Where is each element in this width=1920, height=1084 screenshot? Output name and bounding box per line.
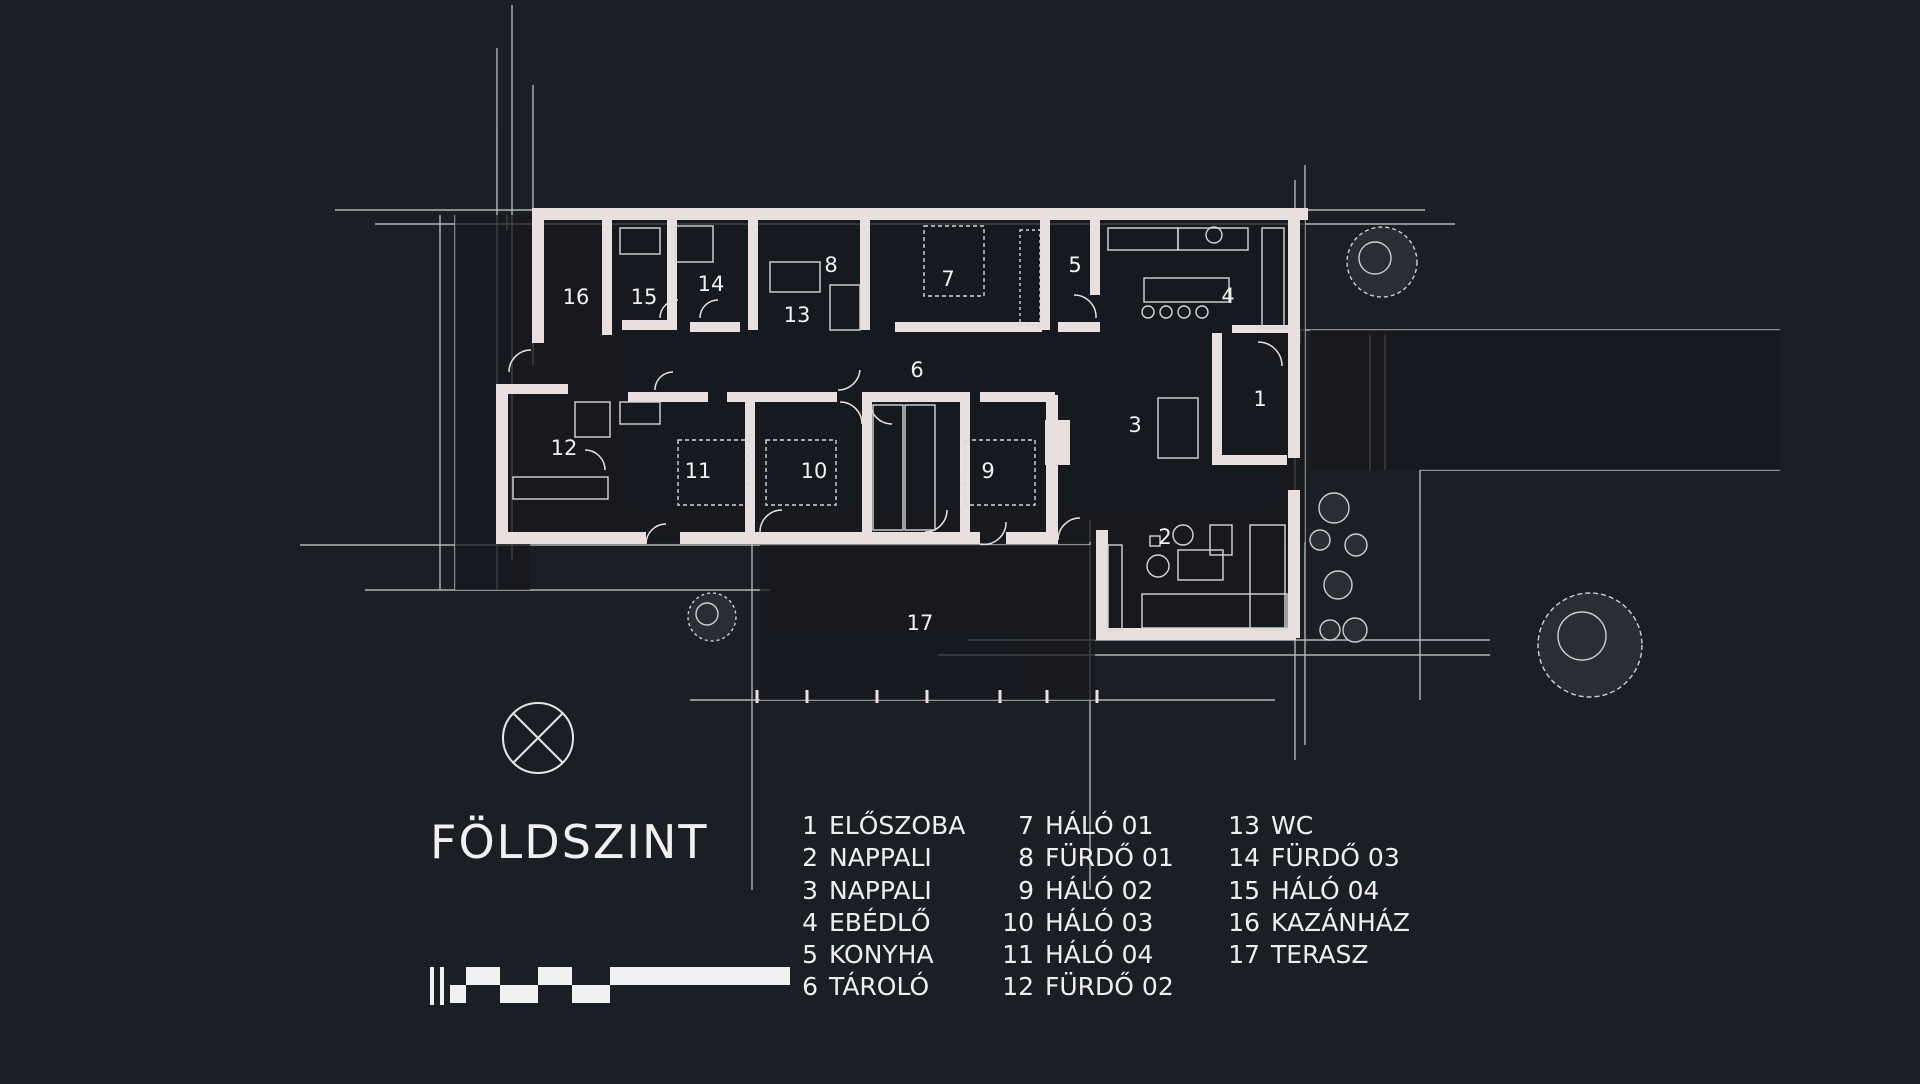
door-arcs [508, 294, 1283, 546]
room-number-10: 10 [801, 459, 828, 483]
tree-icon [687, 226, 1643, 698]
room-number-13: 13 [784, 303, 811, 327]
scale-bar-icon [430, 967, 790, 1005]
room-number-6: 6 [910, 358, 923, 382]
compass-x-icon [502, 702, 574, 774]
room-number-1: 1 [1253, 387, 1266, 411]
walls [496, 208, 1308, 640]
room-number-17: 17 [907, 611, 934, 635]
room-labels: 1 2 3 4 5 6 7 8 9 10 11 12 13 14 15 16 1… [551, 253, 1267, 635]
furniture [512, 225, 1288, 631]
floor-title: FÖLDSZINT [430, 815, 709, 869]
room-number-16: 16 [563, 285, 590, 309]
porch-columns [755, 690, 1099, 703]
room-number-14: 14 [698, 272, 725, 296]
room-number-7: 7 [941, 267, 954, 291]
room-number-8: 8 [824, 253, 837, 277]
room-number-15: 15 [631, 285, 658, 309]
interior-fill [455, 212, 1780, 700]
room-number-11: 11 [685, 459, 712, 483]
room-number-3: 3 [1128, 413, 1141, 437]
room-number-12: 12 [551, 436, 578, 460]
room-number-5: 5 [1068, 253, 1081, 277]
room-number-2: 2 [1158, 525, 1171, 549]
room-number-9: 9 [981, 459, 994, 483]
room-number-4: 4 [1221, 284, 1234, 308]
